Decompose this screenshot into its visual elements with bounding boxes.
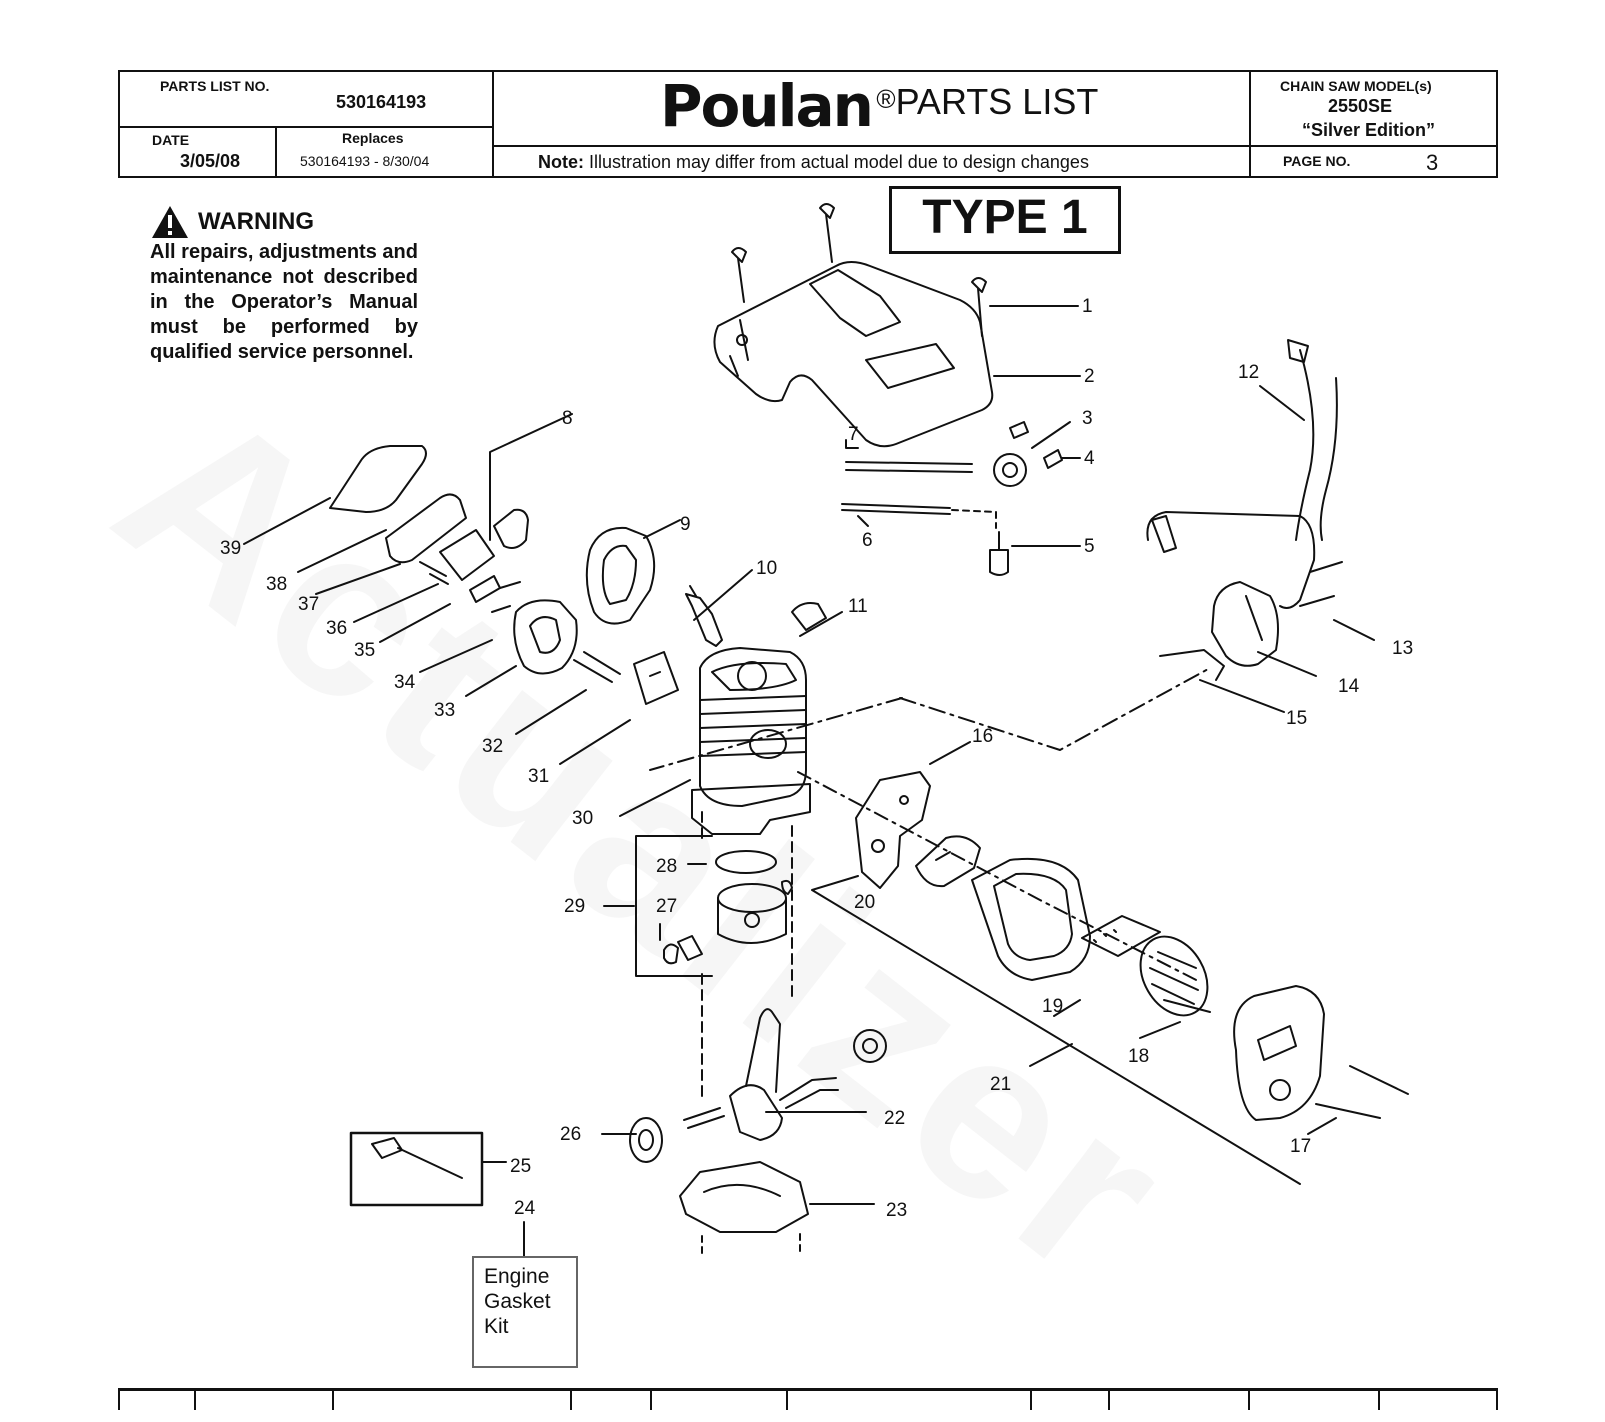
cover-screws	[731, 203, 987, 337]
piston-ring-part	[715, 850, 777, 874]
top-cover-part	[713, 261, 994, 448]
callout-31: 31	[528, 766, 550, 787]
callout-25: 25	[510, 1156, 532, 1177]
carburetor-part	[385, 493, 529, 613]
header-divider	[1249, 70, 1251, 178]
warning-triangle-icon	[152, 206, 188, 238]
callout-21: 21	[990, 1074, 1012, 1095]
gasket-31-part	[633, 651, 679, 705]
muffler-cover-part	[1233, 985, 1325, 1121]
parts-table-column-lines	[118, 1390, 1498, 1410]
callout-7: 7	[848, 424, 859, 445]
warning-block: WARNING All repairs, adjustments and mai…	[150, 204, 418, 365]
callout-19: 19	[1042, 996, 1064, 1017]
callout-11: 11	[848, 596, 868, 617]
callout-26: 26	[560, 1124, 582, 1145]
callout-27: 27	[656, 896, 678, 917]
callout-5: 5	[1084, 536, 1095, 557]
note-label: Note:	[538, 152, 584, 172]
fuel-filter-part	[989, 531, 1009, 576]
callout-30: 30	[572, 808, 594, 829]
callout-8: 8	[562, 408, 573, 429]
date-value: 3/05/08	[180, 151, 241, 171]
callout-32: 32	[482, 736, 504, 757]
muffler-gasket-part	[915, 835, 981, 888]
callout-14: 14	[1338, 676, 1360, 697]
header-divider	[492, 145, 1498, 147]
model-edition: “Silver Edition”	[1302, 120, 1436, 140]
title-block: Poulan ®PARTS LIST	[660, 72, 1098, 140]
crankcase-part	[679, 1161, 809, 1233]
rod-6	[841, 503, 951, 515]
callout-35: 35	[354, 640, 376, 661]
callout-24: 24	[514, 1198, 536, 1219]
model-value: 2550SE	[1328, 96, 1393, 116]
callout-28: 28	[656, 856, 678, 877]
heat-shield-part	[855, 771, 931, 889]
callout-6: 6	[862, 530, 873, 551]
callout-20: 20	[854, 892, 876, 913]
replaces-label: Replaces	[342, 130, 404, 146]
replaces-value: 530164193 - 8/30/04	[300, 153, 430, 169]
callout-10: 10	[756, 558, 778, 579]
callout-34: 34	[394, 672, 416, 693]
header-divider	[275, 126, 277, 178]
callout-37: 37	[298, 594, 320, 615]
callout-33: 33	[434, 700, 456, 721]
callout-9: 9	[680, 514, 691, 535]
scrench-tool-part	[371, 1137, 463, 1179]
crankshaft-part	[683, 1008, 839, 1141]
header-divider	[118, 126, 494, 128]
callout-4: 4	[1084, 448, 1095, 469]
illustration-note: Note: Illustration may differ from actua…	[538, 152, 1089, 173]
cylinder-part	[691, 647, 811, 835]
rod-7	[845, 461, 973, 473]
warning-text: All repairs, adjustments and maintenance…	[150, 241, 418, 363]
intake-boot-part	[585, 526, 656, 625]
parts-list-no-label: PARTS LIST NO.	[160, 78, 270, 94]
spark-plug-part	[685, 585, 723, 647]
muffler-screen-part	[1139, 935, 1211, 1017]
ignition-wire-part	[1295, 349, 1338, 541]
warning-title: WARNING	[198, 208, 314, 235]
piston-part	[717, 883, 787, 944]
model-label: CHAIN SAW MODEL(s)	[1280, 78, 1432, 94]
callout-1: 1	[1082, 296, 1093, 317]
intake-adapter-part	[513, 599, 578, 675]
callout-23: 23	[886, 1200, 908, 1221]
callout-38: 38	[266, 574, 288, 595]
document-title: PARTS LIST	[895, 81, 1099, 122]
callout-17: 17	[1290, 1136, 1312, 1157]
type-label: TYPE 1	[889, 186, 1121, 254]
callout-3: 3	[1082, 408, 1093, 429]
callout-15: 15	[1286, 708, 1308, 729]
callout-29: 29	[564, 896, 586, 917]
bearing-left-part	[629, 1117, 663, 1163]
header-table	[118, 70, 1498, 178]
callout-12: 12	[1238, 362, 1260, 383]
air-filter-part	[329, 445, 427, 513]
callout-22: 22	[884, 1108, 906, 1129]
parts-table-top-border	[118, 1388, 1498, 1391]
date-label: DATE	[152, 132, 190, 148]
callout-36: 36	[326, 618, 348, 639]
muffler-body-part	[971, 857, 1091, 981]
callout-39: 39	[220, 538, 242, 559]
callout-18: 18	[1128, 1046, 1150, 1067]
note-text: Illustration may differ from actual mode…	[584, 152, 1089, 172]
brand-logo: Poulan	[660, 72, 874, 140]
page-no-value: 3	[1426, 150, 1439, 175]
engine-gasket-kit-box: Engine Gasket Kit	[472, 1256, 578, 1368]
spark-arrestor-part	[1081, 915, 1161, 957]
callout-13: 13	[1392, 638, 1414, 659]
registered-mark: ®	[876, 84, 896, 114]
parts-list-no: 530164193	[336, 92, 427, 112]
bearing-right-part	[853, 1029, 887, 1063]
callout-16: 16	[972, 726, 994, 747]
page-no-label: PAGE NO.	[1283, 153, 1351, 169]
callout-2: 2	[1084, 366, 1095, 387]
ignition-module-part	[1146, 511, 1316, 681]
header-divider	[492, 70, 494, 178]
